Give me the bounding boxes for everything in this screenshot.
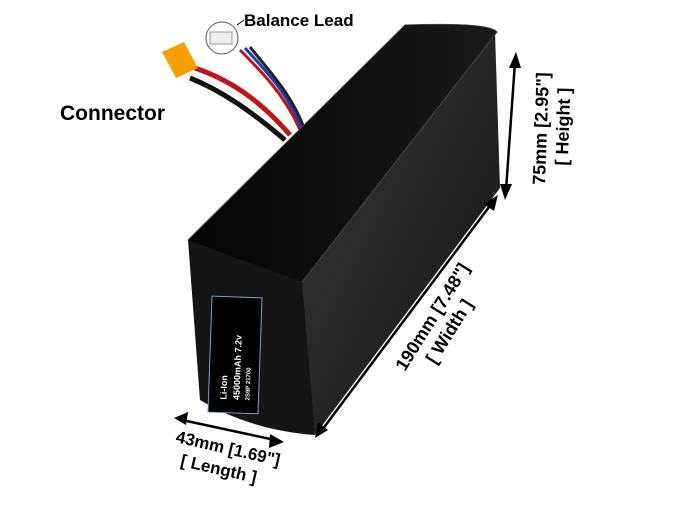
label-chemistry: Li-Ion	[218, 375, 229, 400]
height-label: [ Height ]	[552, 87, 575, 166]
label-config: 2S9P 21700	[245, 367, 252, 401]
dimension-arrows	[174, 52, 521, 448]
battery-label: Li-Ion 45000mAh 7.2v 2S9P 21700	[207, 295, 263, 415]
xt-connector-icon	[162, 42, 198, 78]
label-capacity: 45000mAh 7.2v	[231, 335, 243, 400]
connector-callout: Connector	[60, 102, 165, 125]
balance-lead-callout: Balance Lead	[244, 11, 354, 30]
battery-side-face	[300, 32, 500, 435]
balance-plug-icon	[205, 21, 239, 55]
height-value: 75mm [2.95"]	[529, 72, 553, 185]
wires	[189, 46, 308, 142]
